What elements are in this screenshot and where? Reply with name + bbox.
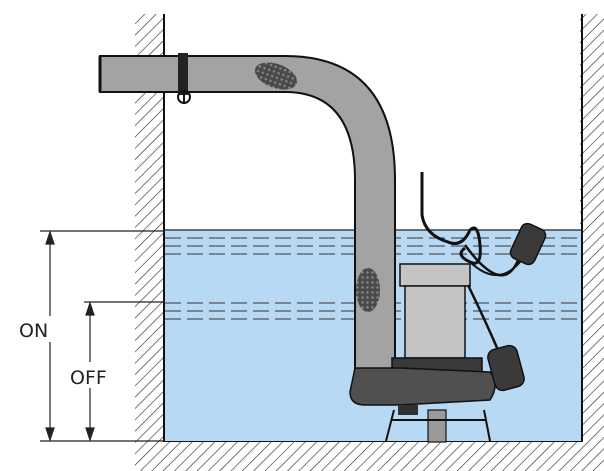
float-switch-lower-icon (466, 284, 525, 392)
pipe-clamp-icon (177, 53, 191, 104)
float-switch-upper-icon (463, 222, 547, 277)
submersible-pump (349, 263, 496, 443)
discharge-pipe (98, 55, 396, 391)
off-label: OFF (70, 367, 107, 389)
power-cable (420, 172, 482, 265)
on-label: ON (19, 320, 48, 342)
